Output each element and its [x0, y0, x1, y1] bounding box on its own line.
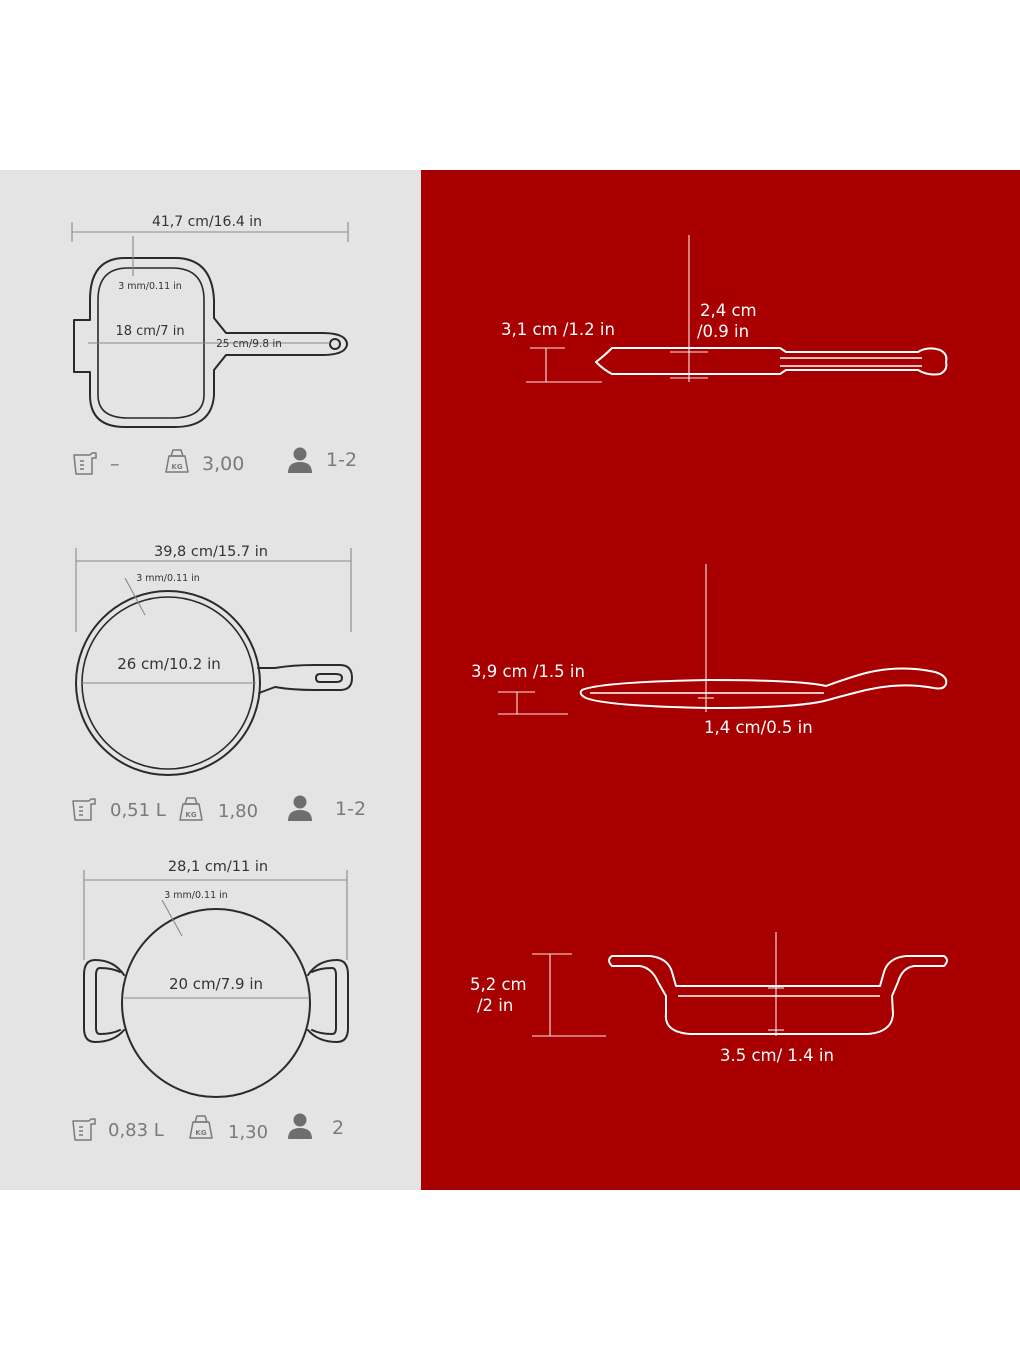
kettlebell-kg-icon: KG [179, 797, 203, 821]
product-1-handle-length: 25 cm/9.8 in [216, 338, 282, 350]
product-1-inner-width: 18 cm/7 in [115, 324, 184, 339]
person-icon [288, 795, 312, 821]
product-3-height: 3.5 cm/ 1.4 in [720, 1046, 834, 1065]
square-pan-outline [73, 257, 348, 428]
product-1-thickness: 3 mm/0.11 in [118, 281, 182, 292]
product-3-depth-line1: 5,2 cm [470, 975, 527, 994]
product-3-inner-width: 20 cm/7.9 in [169, 975, 263, 993]
product-1-specs: – KG 3,00 1-2 [73, 447, 357, 475]
kettlebell-kg-icon: KG [165, 449, 189, 473]
product-3-volume: 0,83 L [108, 1120, 164, 1141]
svg-text:KG: KG [171, 463, 182, 471]
handled-pan-side-outline [608, 955, 948, 1035]
product-2-servings: 1-2 [335, 798, 366, 820]
product-1-side-view: 2,4 cm /0.9 in 3,1 cm /1.2 in [501, 235, 948, 383]
person-icon [288, 447, 312, 473]
product-3-depth-line2: /2 in [477, 996, 513, 1015]
product-1-depth: 3,1 cm /1.2 in [501, 320, 615, 339]
round-pan-outline [121, 908, 311, 1098]
product-1-total-length: 41,7 cm/16.4 in [152, 214, 262, 230]
product-2-volume: 0,51 L [110, 800, 166, 821]
round-pan-side-outline [579, 667, 948, 709]
round-pan-outline [75, 590, 261, 776]
product-2-top-view: 39,8 cm/15.7 in 3 mm/0.11 in 26 cm/10.2 … [75, 544, 353, 776]
product-3-top-view: 28,1 cm/11 in 3 mm/0.11 in 20 cm/7.9 in [83, 859, 349, 1098]
svg-text:KG: KG [195, 1129, 206, 1137]
product-3-thickness: 3 mm/0.11 in [164, 890, 228, 901]
person-icon [288, 1113, 312, 1139]
measuring-cup-icon [73, 452, 97, 475]
product-1-height-line2: /0.9 in [697, 322, 749, 341]
product-2-side-view: 1,4 cm/0.5 in 3,9 cm /1.5 in [471, 564, 948, 737]
product-1-volume: – [110, 453, 120, 475]
product-3-side-view: 3.5 cm/ 1.4 in 5,2 cm /2 in [470, 932, 948, 1065]
product-2-height: 1,4 cm/0.5 in [704, 718, 813, 737]
kettlebell-kg-icon: KG [189, 1115, 213, 1139]
product-2-specs: 0,51 L KG 1,80 1-2 [72, 795, 366, 822]
measuring-cup-icon [72, 1118, 96, 1141]
product-2-weight: 1,80 [218, 801, 258, 822]
product-2-depth: 3,9 cm /1.5 in [471, 662, 585, 681]
product-1-weight: 3,00 [202, 453, 244, 475]
product-2-inner-width: 26 cm/10.2 in [117, 655, 221, 673]
product-2-thickness: 3 mm/0.11 in [136, 573, 200, 584]
product-3-total-length: 28,1 cm/11 in [168, 859, 268, 875]
measuring-cup-icon [72, 798, 96, 821]
product-2-total-length: 39,8 cm/15.7 in [154, 544, 268, 560]
square-pan-side-outline [595, 347, 948, 376]
product-3-weight: 1,30 [228, 1122, 268, 1143]
svg-text:KG: KG [185, 811, 196, 819]
product-1-height-line1: 2,4 cm [700, 301, 757, 320]
product-3-servings: 2 [332, 1117, 344, 1139]
top-view-panel [0, 170, 421, 1190]
product-1-servings: 1-2 [326, 449, 357, 471]
product-3-specs: 0,83 L KG 1,30 2 [72, 1113, 344, 1143]
product-1-top-view: 41,7 cm/16.4 in 3 mm/0.11 in 18 cm/7 in … [71, 214, 349, 428]
